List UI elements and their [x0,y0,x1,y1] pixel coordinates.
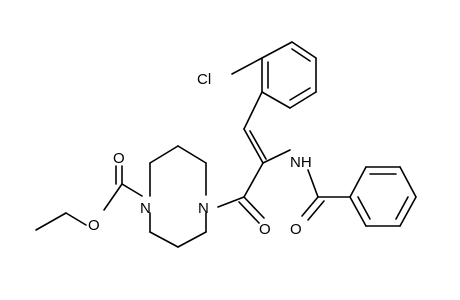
bond [243,196,265,219]
bond [249,130,267,160]
bond [177,145,207,164]
bond [349,166,367,198]
carbamate-ether-oxygen-label: O [88,217,100,234]
bond [243,91,263,130]
bond [261,41,293,59]
bond [301,196,319,217]
bond [291,41,317,59]
bond [217,196,245,208]
bond [238,201,260,224]
bond [35,212,67,231]
bond [231,57,263,75]
bond [307,200,325,221]
bond [177,231,207,248]
bond [261,91,291,109]
bond [307,169,319,198]
bond [291,48,311,62]
chlorine-label: Cl [197,71,211,88]
bond [149,231,179,248]
bond [262,149,291,164]
chlorophenyl-ring [261,41,317,109]
bond [103,183,123,211]
benzoyl-phenyl-ring [349,166,417,227]
piperazine-n4-label: N [140,200,151,217]
piperazine-n1-label: N [198,200,209,217]
amide-nh-label: NH [290,154,312,171]
bond [349,196,367,227]
bond [243,162,264,198]
piperazine-ring [149,145,207,248]
bond [149,145,179,164]
bond [243,128,264,164]
bond [399,166,417,198]
bond [65,212,87,226]
bond [357,196,371,220]
bond [395,196,409,220]
carbamate-carbonyl-oxygen-label: O [113,150,125,167]
bond [289,91,317,109]
bond [121,183,143,197]
bond [399,196,417,227]
bond [289,87,311,101]
ketone-oxygen-label: O [259,221,271,238]
benzoyl-oxygen-label: O [290,221,302,238]
